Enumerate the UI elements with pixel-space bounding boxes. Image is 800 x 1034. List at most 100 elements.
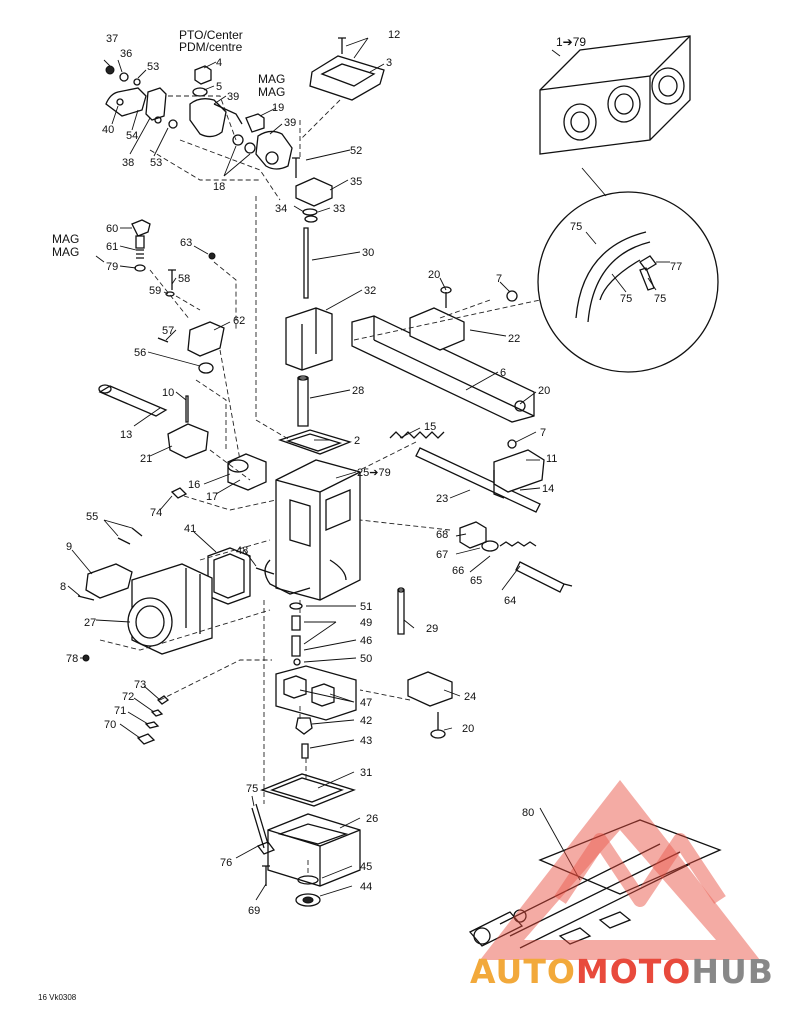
callout-13: 13 <box>120 429 132 441</box>
mag-top-label-1: MAG <box>258 72 285 86</box>
callout-63: 63 <box>180 237 192 249</box>
watermark-part-moto: MOTO <box>576 952 691 991</box>
callout-75c: 75 <box>620 293 632 305</box>
pto-center-label: PTO/Center <box>179 28 243 42</box>
callout-64: 64 <box>504 595 516 607</box>
callout-67: 67 <box>436 549 448 561</box>
callout-17: 17 <box>206 491 218 503</box>
callout-14: 14 <box>542 483 554 495</box>
callout-77: 77 <box>670 261 682 273</box>
callout-18: 18 <box>213 181 225 193</box>
callout-10: 10 <box>162 387 174 399</box>
callout-49: 49 <box>360 617 372 629</box>
leader-lines <box>67 37 670 901</box>
callout-75a: 75 <box>246 783 258 795</box>
pdm-centre-label: PDM/centre <box>179 40 243 54</box>
callout-28: 28 <box>352 385 364 397</box>
callout-20c: 20 <box>462 723 474 735</box>
callout-70: 70 <box>104 719 116 731</box>
callout-79: 79 <box>106 261 118 273</box>
callout-33: 33 <box>333 203 345 215</box>
callout-62: 62 <box>233 315 245 327</box>
watermark-text: AUTOMOTOHUB <box>470 952 774 991</box>
callout-72: 72 <box>122 691 134 703</box>
callout-75d: 75 <box>654 293 666 305</box>
callout-45: 45 <box>360 861 372 873</box>
callout-42: 42 <box>360 715 372 727</box>
callout-48: 48 <box>236 545 248 557</box>
header-labels: PTO/Center PDM/centre MAG MAG MAG MAG 1➔… <box>52 28 586 479</box>
callout-15: 15 <box>424 421 436 433</box>
watermark-logo <box>480 780 760 960</box>
assembly-range-label: 1➔79 <box>556 35 586 49</box>
callout-55: 55 <box>86 511 98 523</box>
assembly-lines <box>99 95 541 876</box>
callout-7b: 7 <box>540 427 546 439</box>
callout-78: 78 <box>66 653 78 665</box>
callout-51: 51 <box>360 601 372 613</box>
callout-19: 19 <box>272 102 284 114</box>
callout-23: 23 <box>436 493 448 505</box>
callout-38: 38 <box>122 157 134 169</box>
callout-44: 44 <box>360 881 372 893</box>
callout-73: 73 <box>134 679 146 691</box>
callout-54: 54 <box>126 130 138 142</box>
callout-61: 61 <box>106 241 118 253</box>
watermark-triangle-icon <box>480 780 760 960</box>
callout-66: 66 <box>452 565 464 577</box>
callout-53: 53 <box>147 61 159 73</box>
callout-29: 29 <box>426 623 438 635</box>
callout-7a: 7 <box>496 273 502 285</box>
callout-2: 2 <box>354 435 360 447</box>
callout-27: 27 <box>84 617 96 629</box>
callout-20a: 20 <box>428 269 440 281</box>
figure-code: 16 Vk0308 <box>38 993 77 1002</box>
body-range-label: 25➔79 <box>357 467 391 479</box>
mag-left-label-2: MAG <box>52 245 79 259</box>
callout-52: 52 <box>350 145 362 157</box>
callout-numbers: 37 36 53 4 5 39 19 39 12 3 40 54 38 53 1… <box>60 29 682 917</box>
callout-5: 5 <box>216 81 222 93</box>
callout-50: 50 <box>360 653 372 665</box>
callout-46: 46 <box>360 635 372 647</box>
callout-40: 40 <box>102 124 114 136</box>
callout-59: 59 <box>149 285 161 297</box>
callout-68: 68 <box>436 529 448 541</box>
callout-74: 74 <box>150 507 162 519</box>
callout-16: 16 <box>188 479 200 491</box>
callout-6: 6 <box>500 367 506 379</box>
callout-8: 8 <box>60 581 66 593</box>
watermark-part-auto: AUTO <box>470 952 576 991</box>
callout-58: 58 <box>178 273 190 285</box>
callout-31: 31 <box>360 767 372 779</box>
callout-39b: 39 <box>284 117 296 129</box>
callout-41: 41 <box>184 523 196 535</box>
callout-21: 21 <box>140 453 152 465</box>
callout-4: 4 <box>216 57 222 69</box>
callout-3: 3 <box>386 57 392 69</box>
callout-53b: 53 <box>150 157 162 169</box>
callout-30: 30 <box>362 247 374 259</box>
callout-24: 24 <box>464 691 476 703</box>
callout-69: 69 <box>248 905 260 917</box>
callout-76: 76 <box>220 857 232 869</box>
callout-20b: 20 <box>538 385 550 397</box>
callout-71: 71 <box>114 705 126 717</box>
callout-37: 37 <box>106 33 118 45</box>
callout-65: 65 <box>470 575 482 587</box>
mag-top-label-2: MAG <box>258 85 285 99</box>
watermark-part-hub: HUB <box>691 952 774 991</box>
callout-57: 57 <box>162 325 174 337</box>
callout-75b: 75 <box>570 221 582 233</box>
callout-47: 47 <box>360 697 372 709</box>
callout-39a: 39 <box>227 91 239 103</box>
callout-56: 56 <box>134 347 146 359</box>
callout-80: 80 <box>522 807 534 819</box>
callout-60: 60 <box>106 223 118 235</box>
part-drawings <box>77 35 722 949</box>
callout-34: 34 <box>275 203 287 215</box>
callout-11: 11 <box>546 453 557 465</box>
callout-35: 35 <box>350 176 362 188</box>
callout-12: 12 <box>388 29 400 41</box>
